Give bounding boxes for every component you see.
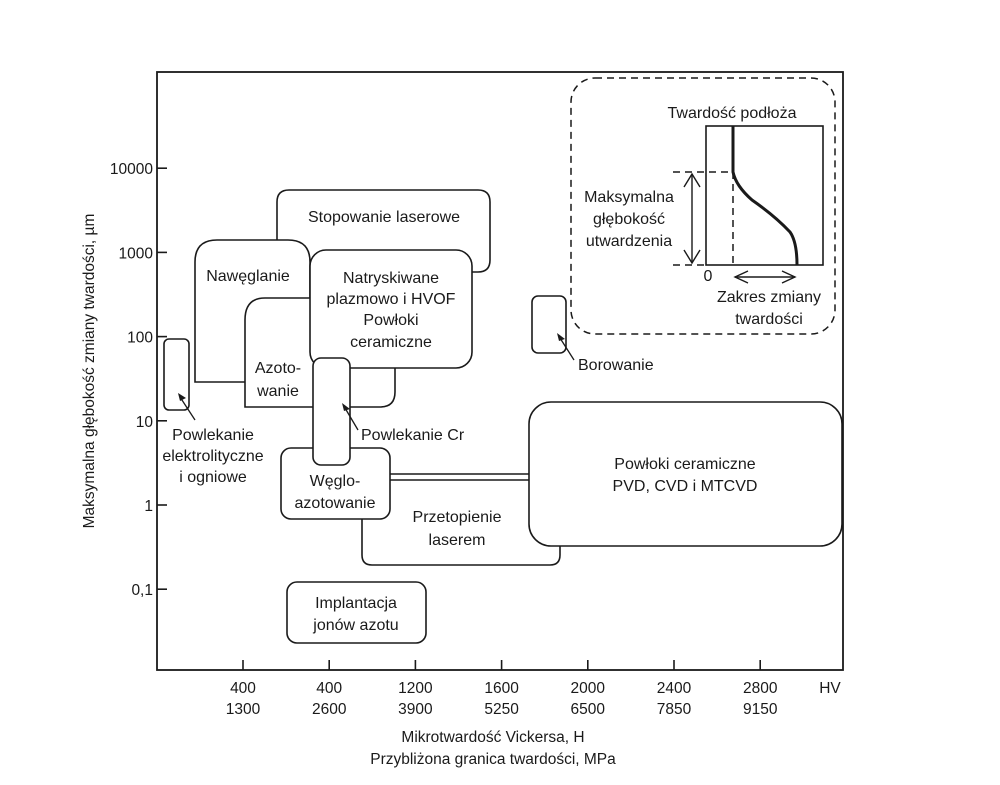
label-wegloazotowanie-1: Węglo- [310,473,361,490]
x-tick-label-mpa: 9150 [743,701,778,718]
inset-depth-label-3: utwardzenia [586,233,672,250]
x-tick-label-mpa: 7850 [657,701,692,718]
label-natryskiwane-1: Natryskiwane [343,270,439,287]
y-tick-label: 10 [136,414,154,431]
inset-range-label-1: Zakres zmiany [717,289,821,306]
arrowhead-elektrolityczne [178,393,186,401]
label-elektrolityczne-1: Powlekanie [172,427,254,444]
arrow-cr [344,407,359,431]
x-tick-label-mpa: 3900 [398,701,433,718]
y-tick-label: 1000 [119,245,154,262]
label-azotowanie-1: Azoto- [255,360,301,377]
label-stopowanie-laserowe: Stopowanie laserowe [308,209,460,226]
label-powlekanie-cr: Powlekanie Cr [361,427,465,444]
x-tick-label-hv: 2000 [571,680,606,697]
inset-zero-label: 0 [704,268,713,285]
label-implantacja-1: Implantacja [315,595,397,612]
arrow-borowanie [559,337,575,361]
arrow-elektrolityczne [179,396,196,421]
x-tick-label-hv: 2800 [743,680,778,697]
label-naweglanie: Nawęglanie [206,268,290,285]
label-pvd-2: PVD, CVD i MTCVD [613,478,758,495]
y-ticks: 10000 1000 100 10 1 0,1 [110,161,167,599]
region-powloki-pvd-cvd [528,401,843,547]
label-pvd-1: Powłoki ceramiczne [614,456,755,473]
label-natryskiwane-3: Powłoki [363,312,418,329]
label-przetopienie-2: laserem [429,532,486,549]
x-tick-label-mpa: 2600 [312,701,347,718]
label-elektrolityczne-3: i ogniowe [179,469,247,486]
inset-profile-box [705,125,824,266]
label-natryskiwane-4: ceramiczne [350,334,432,351]
y-tick-label: 1 [144,498,153,515]
region-powlekanie-cr [312,357,351,466]
x-unit-label: HV [819,680,841,697]
x-axis-title-hv: Mikrotwardość Vickersa, H [401,729,584,746]
x-axis-title-mpa: Przybliżona granica twardości, MPa [370,751,616,768]
inset-range-label-2: twardości [735,311,803,328]
y-tick-label: 100 [127,330,153,347]
region-przetopienie-laserem [361,479,561,566]
x-tick-label-hv: 400 [316,680,342,697]
x-tick-label-mpa: 5250 [484,701,519,718]
arrowhead-cr [342,403,350,411]
label-wegloazotowanie-2: azotowanie [295,495,376,512]
region-powlekanie-elektrolityczne [163,338,190,411]
label-natryskiwane-2: plazmowo i HVOF [327,291,456,308]
region-natryskiwane [309,249,473,369]
inset-hardness-curve [731,126,799,266]
inset-range-arrowhead-right [781,270,797,284]
label-przetopienie-1: Przetopienie [413,509,502,526]
label-implantacja-2: jonów azotu [312,617,398,634]
region-implantacja [286,581,427,644]
x-tick-label-mpa: 6500 [571,701,606,718]
inset-range-arrowhead-left [733,270,749,284]
y-tick-label: 0,1 [131,582,153,599]
plot-frame [156,71,844,671]
x-tick-label-hv: 400 [230,680,256,697]
inset-dashed-frame [570,77,836,335]
y-tick-label: 10000 [110,161,153,178]
inset-depth-label-1: Maksymalna [584,189,674,206]
inset-depth-arrowhead-bottom [683,249,701,265]
label-elektrolityczne-2: elektrolityczne [162,448,263,465]
x-tick-label-mpa: 1300 [226,701,261,718]
x-tick-label-hv: 2400 [657,680,692,697]
label-borowanie: Borowanie [578,357,654,374]
label-azotowanie-2: wanie [256,383,299,400]
x-tick-label-hv: 1200 [398,680,433,697]
inset-depth-label-2: głębokość [593,211,665,228]
x-tick-label-hv: 1600 [484,680,519,697]
inset-title: Twardość podłoża [668,105,797,122]
inset-depth-arrowhead-top [683,172,701,188]
arrowhead-borowanie [557,333,565,341]
y-axis-title: Maksymalna głębokość zmiany twardości, µ… [81,214,98,529]
x-ticks: 400 1300 400 2600 1200 3900 1600 5250 2000 6500 24… [226,660,778,718]
region-borowanie [531,295,567,354]
